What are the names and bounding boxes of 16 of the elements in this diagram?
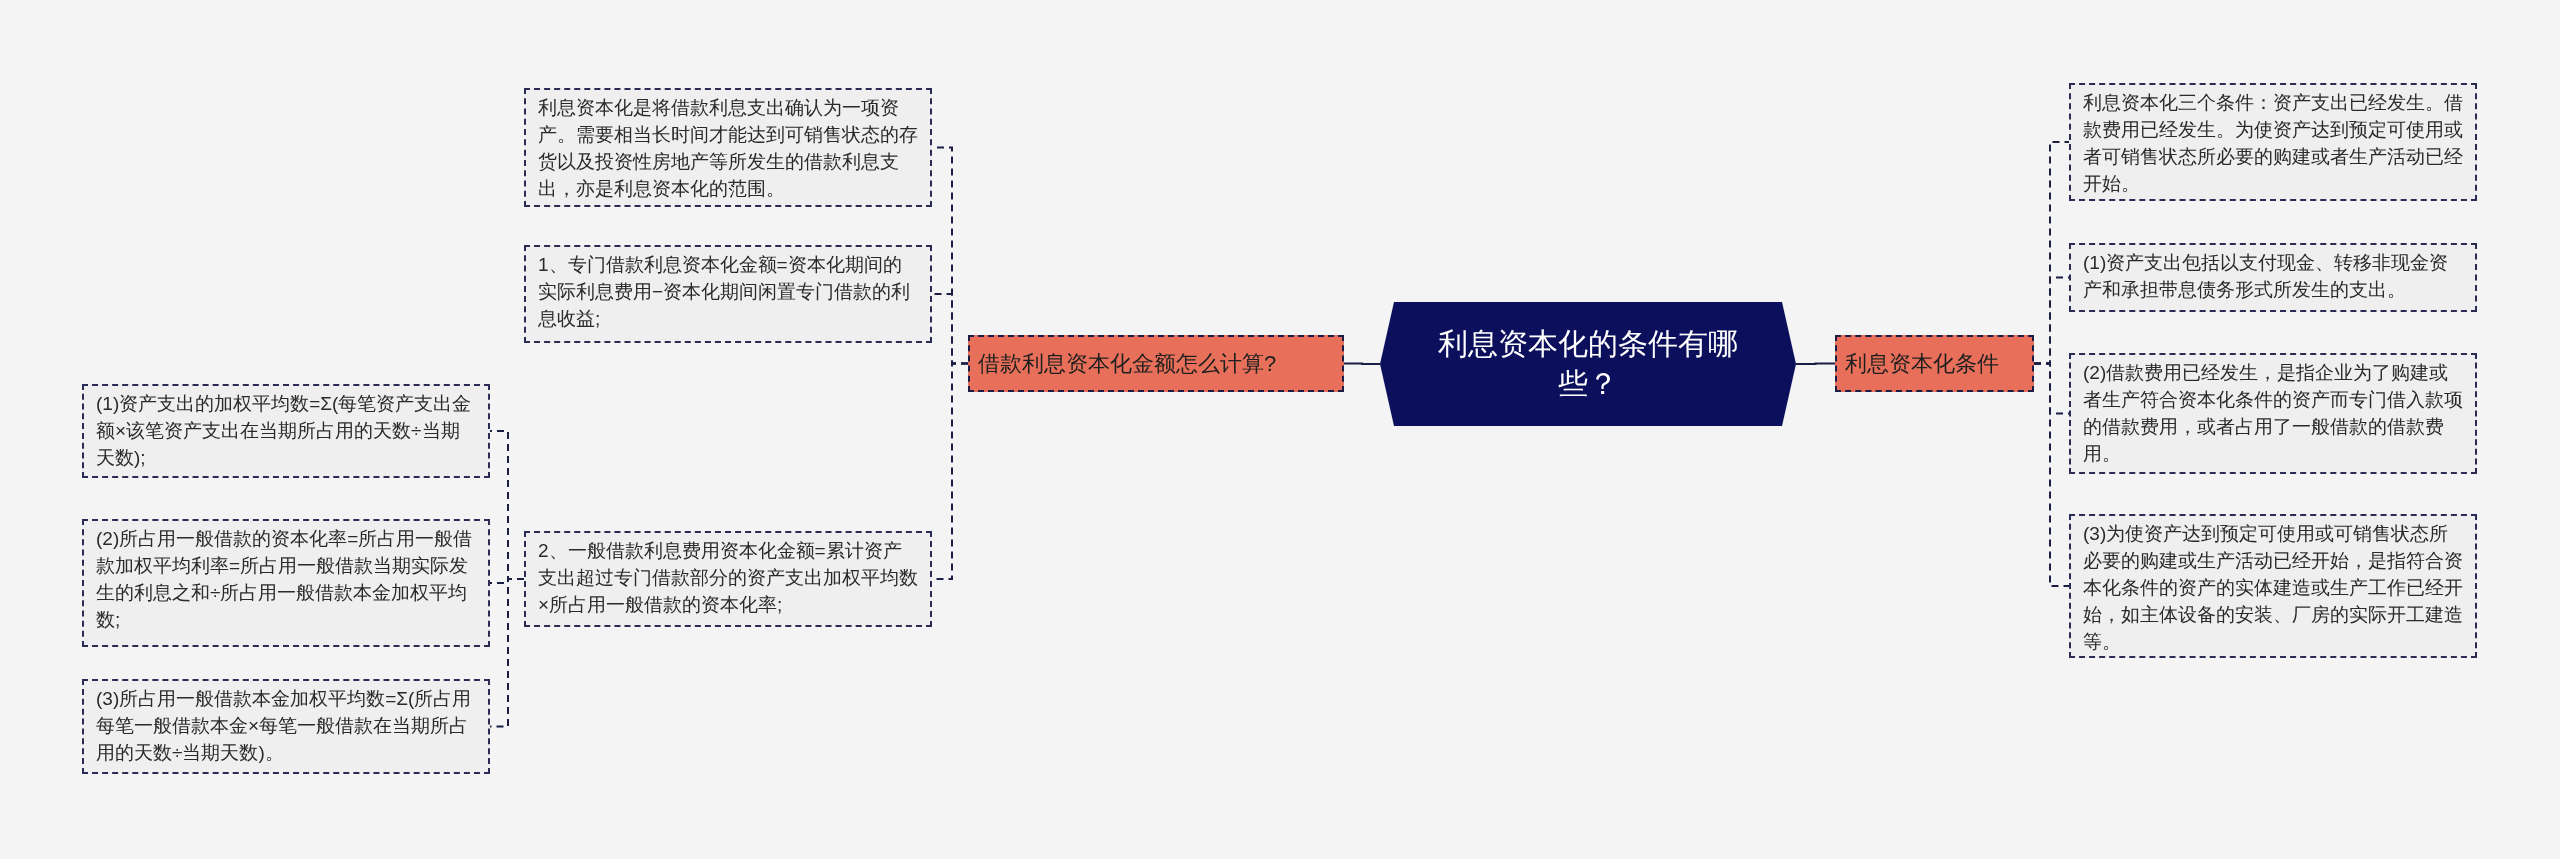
note-box: (2)借款费用已经发生，是指企业为了购建或者生产符合资本化条件的资产而专门借入款项的借款费用，或者占用了一般借款的借款费用。 bbox=[2069, 353, 2477, 474]
connector-line bbox=[1343, 362, 1381, 365]
connector-line bbox=[1795, 362, 1836, 365]
central-topic: 利息资本化的条件有哪些？ bbox=[1380, 302, 1796, 426]
topic-box: 利息资本化条件 bbox=[1835, 335, 2034, 392]
note-box: (1)资产支出的加权平均数=Σ(每笔资产支出金额×该笔资产支出在当期所占用的天数÷当期天数); bbox=[82, 384, 490, 478]
note-box: (2)所占用一般借款的资本化率=所占用一般借款加权平均利率=所占用一般借款当期实际发生的利息之和÷所占用一般借款本金加权平均数; bbox=[82, 519, 490, 647]
note-box: 利息资本化三个条件：资产支出已经发生。借款费用已经发生。为使资产达到预定可使用或者可销售状态所必要的购建或者生产活动已经开始。 bbox=[2069, 83, 2477, 201]
note-box: 利息资本化是将借款利息支出确认为一项资产。需要相当长时间才能达到可销售状态的存货以及投资性房地产等所发生的借款利息支出，亦是利息资本化的范围。 bbox=[524, 88, 932, 207]
connector-line bbox=[2033, 362, 2070, 587]
note-box: 2、一般借款利息费用资本化金额=累计资产支出超过专门借款部分的资产支出加权平均数×所占用一般借款的资本化率; bbox=[524, 531, 932, 627]
topic-box: 借款利息资本化金额怎么计算? bbox=[968, 335, 1344, 392]
note-box: (3)所占用一般借款本金加权平均数=Σ(所占用每笔一般借款本金×每笔一般借款在当期所占用的天数÷当期天数)。 bbox=[82, 679, 490, 774]
note-box: (3)为使资产达到预定可使用或可销售状态所必要的购建或生产活动已经开始，是指符合资本化条件的资产的实体建造或生产工作已经开始，如主体设备的安装、厂房的实际开工建造等。 bbox=[2069, 514, 2477, 658]
note-box: 1、专门借款利息资本化金额=资本化期间的实际利息费用−资本化期间闲置专门借款的利息收益; bbox=[524, 245, 932, 343]
note-box: (1)资产支出包括以支付现金、转移非现金资产和承担带息债务形式所发生的支出。 bbox=[2069, 243, 2477, 312]
